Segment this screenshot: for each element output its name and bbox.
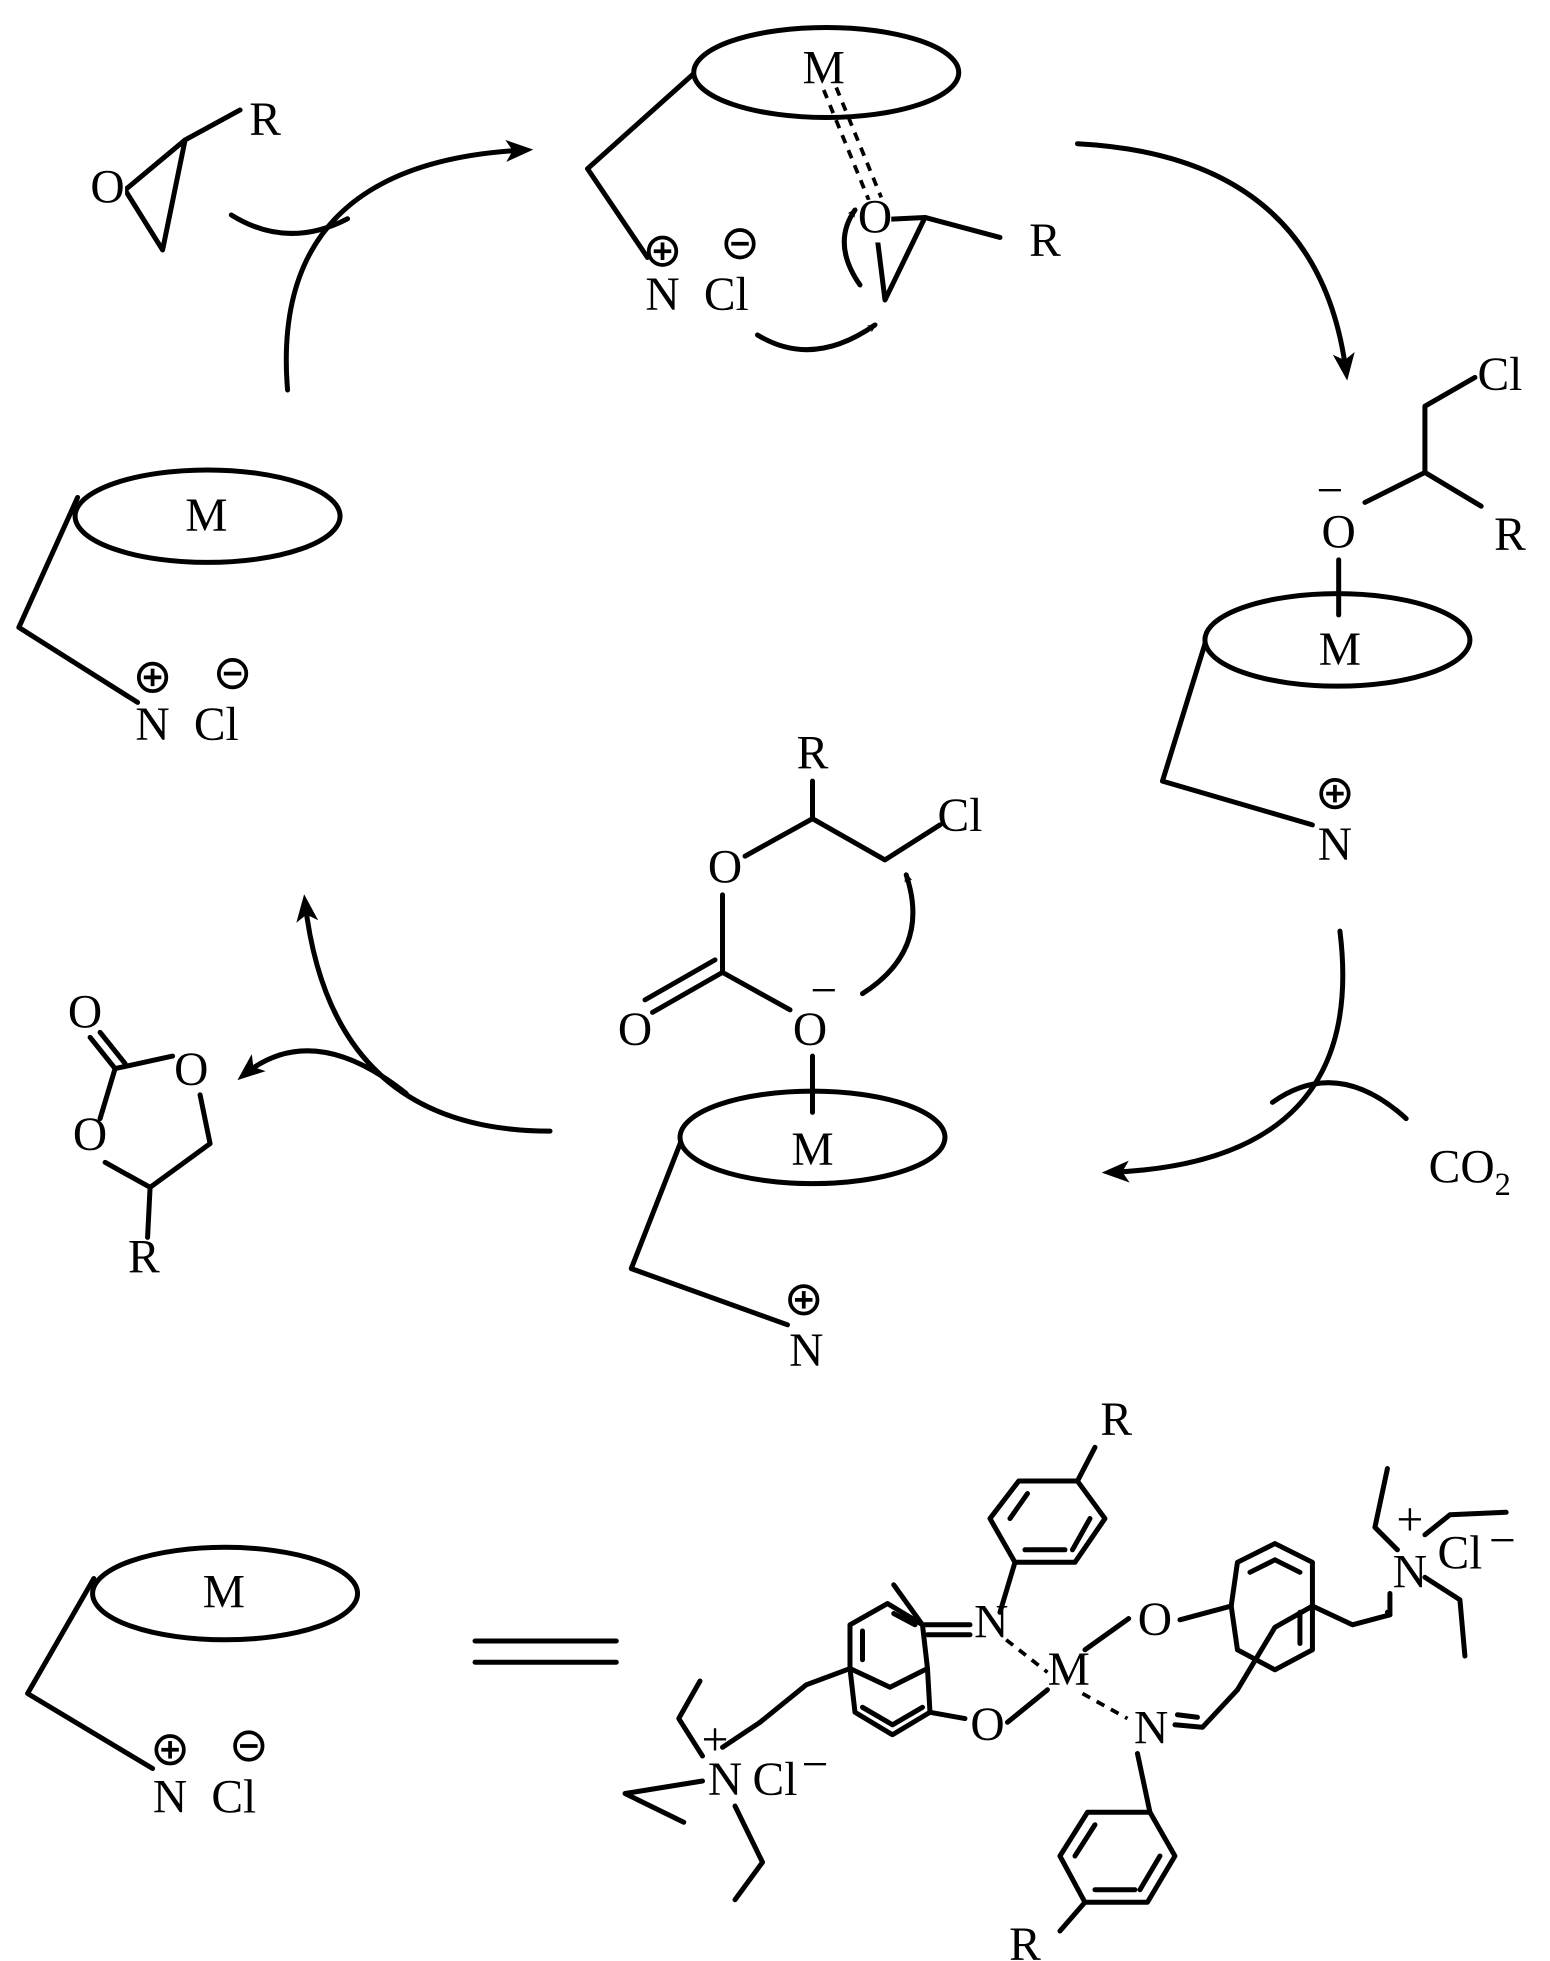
co2-label: CO2: [1429, 1141, 1511, 1202]
product-exit-arrow: [237, 1048, 409, 1097]
minus-charge-ammonium-left: −: [802, 1739, 829, 1791]
plus-charge-ammonium-left: +: [702, 1714, 729, 1766]
catalyst-left: M N Cl: [16, 467, 343, 751]
chlorine-label-carbonate: Cl: [938, 790, 983, 842]
charge-minus-icon: [724, 228, 756, 260]
cycle-arrow-top-left: [283, 139, 534, 393]
minus-charge-carbonate: −: [810, 965, 837, 1017]
carbonate-intermediate: R Cl O O O − M N: [618, 728, 983, 1377]
minus-charge-ammonium-right: −: [1489, 1515, 1516, 1567]
epoxide-entry-arrow: [228, 212, 351, 236]
epoxide-r-group: R: [249, 94, 281, 146]
nitrogen-label-ammonium-right: N: [1393, 1546, 1427, 1598]
r-group-alkoxide: R: [1494, 509, 1526, 561]
epoxide-oxygen: O: [90, 161, 124, 213]
plus-charge-ammonium-right: +: [1397, 1494, 1424, 1546]
oxygen-label-alkoxide: O: [1322, 506, 1356, 558]
r-group-product: R: [128, 1231, 160, 1283]
cyclic-carbonate-product: O O O R: [68, 986, 213, 1283]
epoxide-oxygen-coordinated: O: [858, 191, 892, 243]
curved-arrow-ring-closure: [859, 872, 916, 997]
chloride-label-ammonium-right: Cl: [1437, 1528, 1482, 1580]
charge-plus-icon: [136, 661, 169, 694]
nitrogen-label-imine-bottom: N: [1134, 1703, 1168, 1755]
metal-label-center: M: [791, 1124, 833, 1176]
nitrogen-label-ammonium-left: N: [708, 1754, 742, 1806]
r-group-salen-top: R: [1100, 1394, 1132, 1446]
r-group-carbonate: R: [797, 728, 829, 780]
epoxide-reactant: O R: [90, 94, 281, 253]
curved-arrow-chloride-attack: [755, 322, 878, 353]
oxygen-label-carbonate-anion: O: [793, 1004, 827, 1056]
oxygen-label-carbonyl: O: [618, 1004, 652, 1056]
chloride-label-top: Cl: [704, 269, 749, 321]
alkoxide-intermediate: Cl R O − M N: [1159, 349, 1526, 871]
chlorine-label-alkoxide: Cl: [1477, 349, 1522, 401]
salen-complex-structure: R N O M O N: [622, 1394, 1516, 1961]
chloride-label-ammonium-left: Cl: [753, 1754, 798, 1806]
nitrogen-label-imine-top: N: [974, 1596, 1008, 1648]
cycle-arrow-bottom-right: [1101, 928, 1346, 1183]
metal-label-legend: M: [203, 1566, 245, 1618]
oxygen-label-product-carbonyl: O: [68, 986, 102, 1038]
curved-arrow-ring-opening: [841, 207, 863, 288]
charge-minus-icon: [233, 1730, 265, 1762]
cycle-arrow-bottom-left: [296, 894, 553, 1134]
chloride-label-legend: Cl: [211, 1771, 256, 1823]
oxygen-label-ester: O: [708, 841, 742, 893]
nitrogen-label-center: N: [789, 1325, 823, 1377]
charge-plus-icon: [646, 235, 679, 267]
metal-label-right: M: [1319, 624, 1361, 676]
charge-plus-icon: [154, 1734, 186, 1766]
catalyst-epoxide-complex: M N Cl O R: [585, 24, 1061, 321]
charge-minus-icon: [216, 658, 249, 690]
nitrogen-label-top: N: [645, 269, 679, 321]
cycle-arrow-top-right: [1074, 141, 1355, 381]
minus-charge-alkoxide: −: [1317, 465, 1344, 517]
metal-label-left: M: [185, 490, 227, 542]
charge-plus-icon: [788, 1284, 820, 1316]
chloride-label-left: Cl: [194, 699, 239, 751]
oxygen-label-phenolate-right: O: [1138, 1594, 1172, 1646]
oxygen-label-product-ring-left: O: [73, 1109, 107, 1161]
oxygen-label-phenolate-left: O: [970, 1699, 1004, 1751]
nitrogen-label-right: N: [1318, 819, 1352, 871]
nitrogen-label-left: N: [135, 699, 169, 751]
equivalence-sign: [472, 1638, 619, 1665]
metal-label-salen: M: [1048, 1644, 1090, 1696]
r-group-salen-bottom: R: [1009, 1919, 1041, 1961]
metal-label-top: M: [803, 43, 845, 95]
catalyst-legend-symbol: M N Cl: [25, 1544, 361, 1823]
charge-plus-icon: [1319, 778, 1351, 810]
co2-entry-arrow: [1269, 1080, 1409, 1122]
oxygen-label-product-ring-right: O: [174, 1044, 208, 1096]
epoxide-r-coordinated: R: [1029, 215, 1061, 267]
nitrogen-label-legend: N: [153, 1771, 187, 1823]
